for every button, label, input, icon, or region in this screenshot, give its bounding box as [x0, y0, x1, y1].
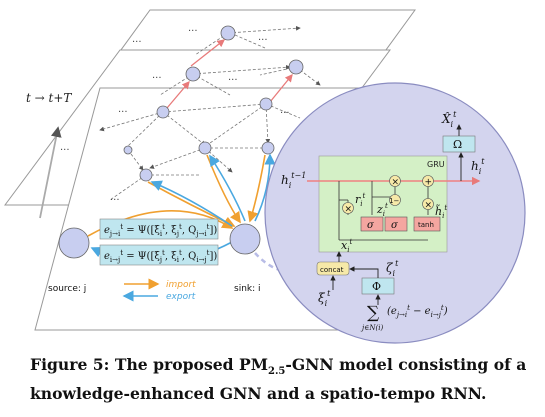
sink-label: sink: i	[234, 284, 261, 294]
legend-import-label: import	[166, 280, 196, 290]
sum-range: j∈N(i)	[360, 324, 383, 332]
phi-out-line	[349, 266, 379, 278]
time-arrow	[39, 126, 62, 219]
sigma-gate-1	[360, 216, 384, 232]
mult-op-1-label: ×	[345, 205, 353, 215]
edge-eq-bottom-box	[99, 244, 219, 266]
legend-export-label: export	[166, 292, 196, 302]
edge-eq-top: ej→it = Ψ([ξit, ξjt, Qj→it])	[104, 223, 217, 238]
gru-title: GRU	[427, 160, 445, 169]
mult-op-3	[422, 198, 434, 210]
ellipsis-5: ...	[228, 72, 238, 83]
sink-node	[229, 223, 261, 255]
sigma-gate-1-label: σ	[367, 220, 375, 231]
mult-op-3-label: ×	[425, 201, 433, 211]
front-node-3	[198, 141, 212, 155]
phi-label: Φ	[372, 280, 381, 293]
front-node-2	[259, 97, 273, 111]
source-label: source: j	[48, 284, 86, 294]
caption-line-2: knowledge-enhanced GNN and a spatio-temp…	[30, 384, 487, 404]
sum-symbol: ∑	[367, 303, 379, 323]
ellipsis-8: ...	[110, 192, 120, 203]
time-label: t → t+T	[26, 91, 72, 105]
x-hat-label: X̂it	[441, 110, 457, 129]
ellipsis-4: ...	[152, 70, 162, 81]
concat-label: concat	[320, 266, 344, 274]
omega-label: Ω	[453, 138, 462, 151]
front-node-4	[261, 141, 275, 155]
z-label: zit	[376, 202, 388, 218]
ellipsis-7: ...	[60, 142, 70, 153]
middle-node-b	[288, 59, 304, 75]
concat-box	[316, 261, 350, 276]
source-node	[58, 227, 90, 259]
ellipsis-9: ...	[280, 105, 290, 116]
mult-op-2	[389, 175, 401, 187]
figure-caption: Figure 5: The proposed PM2.5-GNN model c…	[30, 354, 535, 405]
mult-op-2-label: ×	[392, 178, 400, 188]
x-label: xit	[341, 238, 352, 254]
ellipsis-2: ...	[132, 34, 142, 45]
back-node-top	[220, 25, 236, 41]
tanh-gate	[413, 216, 441, 232]
ellipsis-6: ...	[118, 104, 128, 115]
plus-op-label: +	[425, 178, 433, 188]
front-node-1	[156, 105, 170, 119]
caption-line-1: Figure 5: The proposed PM2.5-GNN model c…	[30, 355, 527, 378]
ellipsis-3: ...	[258, 32, 268, 43]
sigma-gate-2-label: σ	[391, 220, 399, 231]
mult-op-1	[342, 202, 354, 214]
r-label: rit	[355, 192, 366, 208]
temporal-links	[166, 39, 293, 109]
front-node-6	[123, 145, 133, 155]
tanh-gate-label: tanh	[418, 221, 434, 229]
h-tilde-label: h̃it	[435, 204, 447, 220]
front-node-5	[139, 168, 153, 182]
edge-eq-top-box	[99, 218, 219, 240]
edge-eq-bottom: ei→jt = Ψ([ξjt, ξit, Qi→jt])	[104, 249, 217, 264]
sigma-gate-2	[384, 216, 408, 232]
one-minus-op-label: 1−	[389, 197, 399, 205]
plus-op	[422, 175, 434, 187]
one-minus-op	[389, 194, 401, 206]
middle-node-a	[185, 66, 201, 82]
ellipsis-1: ...	[188, 23, 198, 34]
